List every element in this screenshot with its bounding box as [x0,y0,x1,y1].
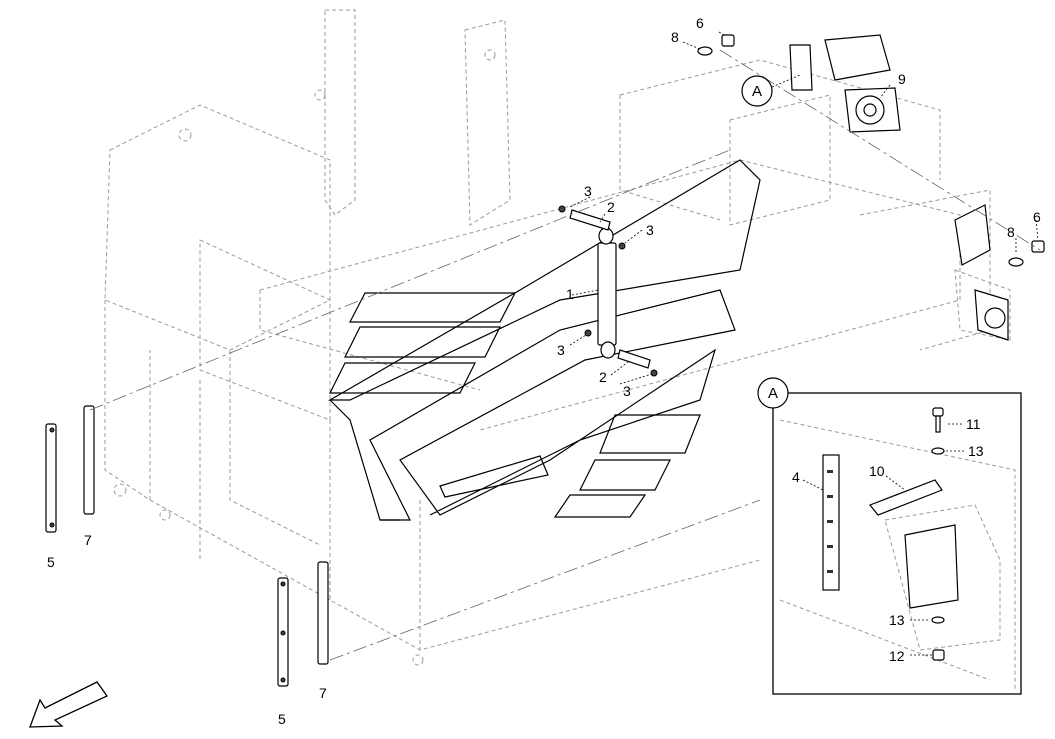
callout-5-left: 5 [47,554,55,570]
callout-7-bottom: 7 [319,685,327,701]
callout-6-top: 6 [696,15,704,31]
leader-lines [569,31,1039,656]
callout-7-left: 7 [84,532,92,548]
callout-9: 9 [898,71,906,87]
callout-4: 4 [792,469,800,485]
callout-8-top: 8 [671,29,679,45]
decal-chevron-plate [327,159,761,521]
pump-bracket-assembly [789,34,1009,341]
detail-box-marker-a: A [757,377,789,409]
detail-view-a [772,392,1022,695]
callout-13-bottom: 13 [889,612,905,628]
fasteners-top [697,34,1045,267]
link-rod-assembly [558,205,658,377]
callout-1: 1 [566,286,574,302]
detail-box-label: A [768,385,778,402]
callout-2-bottom: 2 [599,369,607,385]
detail-marker-a: A [741,74,801,107]
callout-3-top-right: 3 [646,222,654,238]
callout-13-top: 13 [968,443,984,459]
callout-8-right: 8 [1007,224,1015,240]
callout-numbers: 1 2 2 3 3 3 3 4 5 5 6 6 7 7 8 8 9 10 11 … [47,15,1041,727]
callout-3-bottom-right: 3 [623,383,631,399]
callout-3-mid-left: 3 [557,342,565,358]
callout-12: 12 [889,648,905,664]
callout-6-right: 6 [1033,209,1041,225]
callout-3-top-left: 3 [584,183,592,199]
detail-marker-label: A [752,83,762,100]
front-direction-arrow-icon [29,681,108,728]
callout-2-top: 2 [607,199,615,215]
side-brackets-left [45,405,329,687]
callout-11: 11 [966,416,981,432]
assembly-centerlines [89,49,1041,661]
callout-10: 10 [869,463,885,479]
callout-5-bottom: 5 [278,711,286,727]
